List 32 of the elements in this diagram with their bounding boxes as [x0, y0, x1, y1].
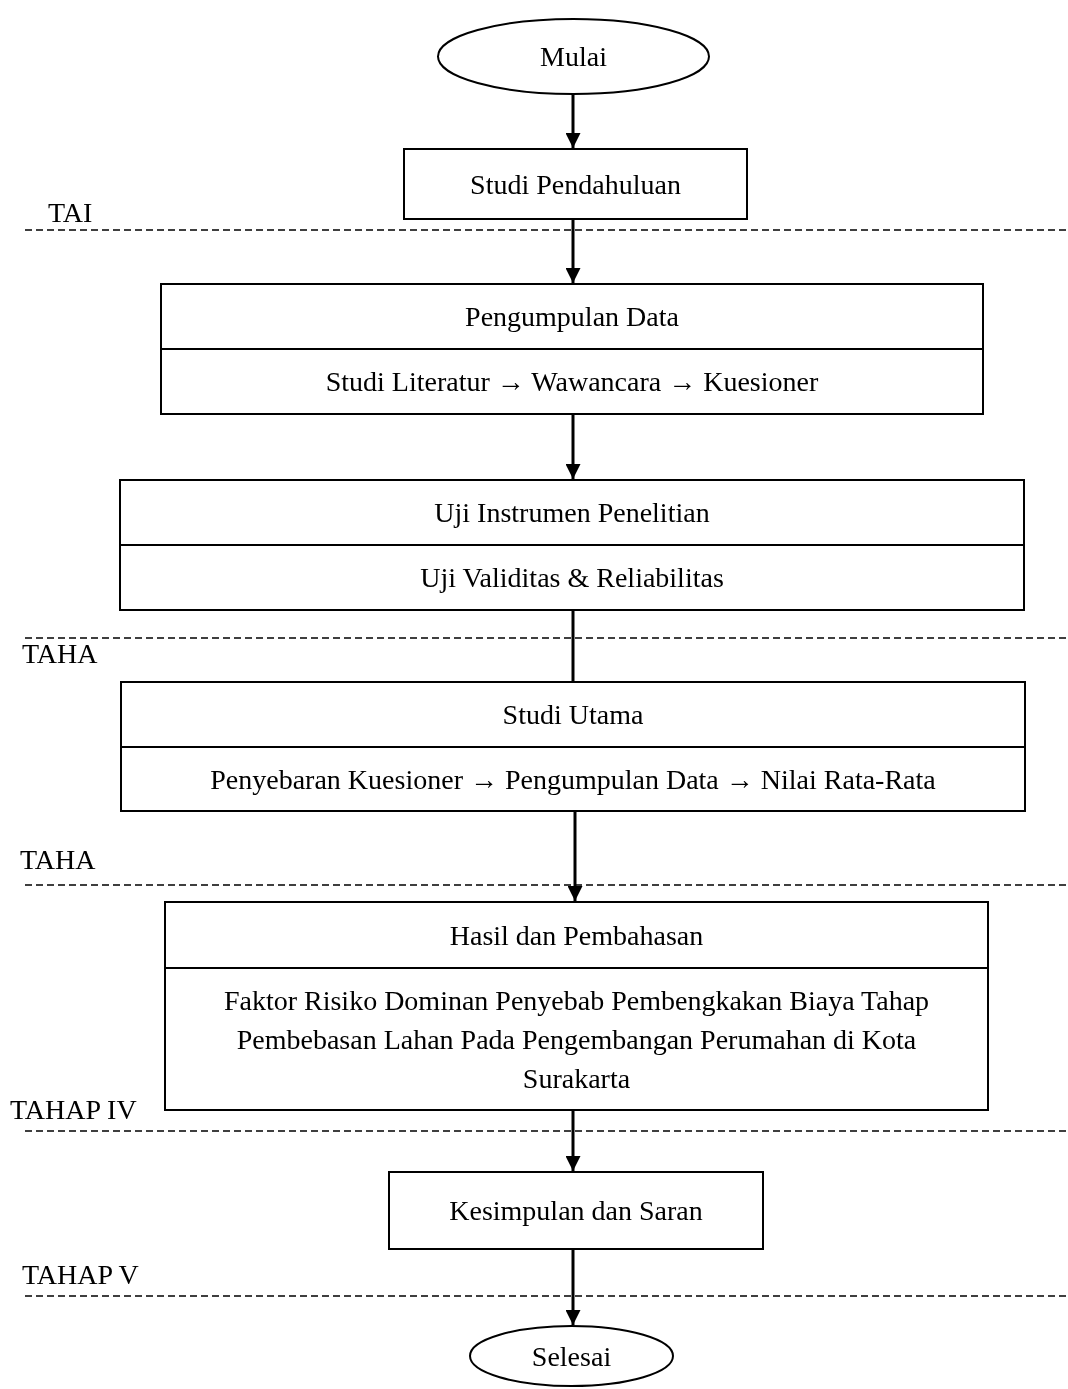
phase-label: TAHA: [22, 638, 98, 670]
phase-label: TAHAP IV: [10, 1094, 137, 1126]
connector-line: [571, 611, 575, 681]
step-title: Pengumpulan Data: [465, 300, 679, 334]
step-title: Selesai: [531, 1339, 612, 1374]
phase-label: TAHA: [20, 844, 96, 876]
process-box: [164, 901, 989, 1111]
step-title: Hasil dan Pembahasan: [449, 918, 704, 953]
step-title: Kesimpulan dan Saran: [449, 1194, 703, 1228]
arrow: [565, 1111, 581, 1171]
arrow: [565, 1250, 581, 1325]
step-detail: Studi Literatur → Wawancara → Kuesioner: [325, 365, 819, 399]
step-title: Mulai: [540, 40, 607, 74]
step-detail: Penyebaran Kuesioner → Pengumpulan Data → Nilai Rata-Rata: [210, 762, 936, 797]
phase-label: TAHAP V: [22, 1259, 139, 1291]
phase-label: TAI: [48, 197, 93, 229]
process-box: [120, 681, 1026, 812]
process-box: [119, 479, 1025, 611]
arrow: [565, 95, 581, 148]
terminal-ellipse: [469, 1325, 674, 1387]
process-box: [160, 283, 984, 415]
step-title: Studi Pendahuluan: [470, 167, 681, 202]
terminal-ellipse: [437, 18, 710, 95]
arrow: [565, 415, 581, 479]
step-title: Studi Utama: [502, 698, 644, 732]
process-box: [388, 1171, 764, 1250]
step-detail: Faktor Risiko Dominan Penyebab Pembengkakan Biaya Tahap Pembebasan Lahan Pada Pengembangan Perumahan di Kota Surakarta: [222, 983, 931, 1096]
process-box: [403, 148, 748, 220]
step-detail: Uji Validitas & Reliabilitas: [420, 561, 724, 595]
arrow: [565, 220, 581, 283]
step-title: Uji Instrumen Penelitian: [434, 496, 710, 530]
arrow: [567, 812, 583, 901]
